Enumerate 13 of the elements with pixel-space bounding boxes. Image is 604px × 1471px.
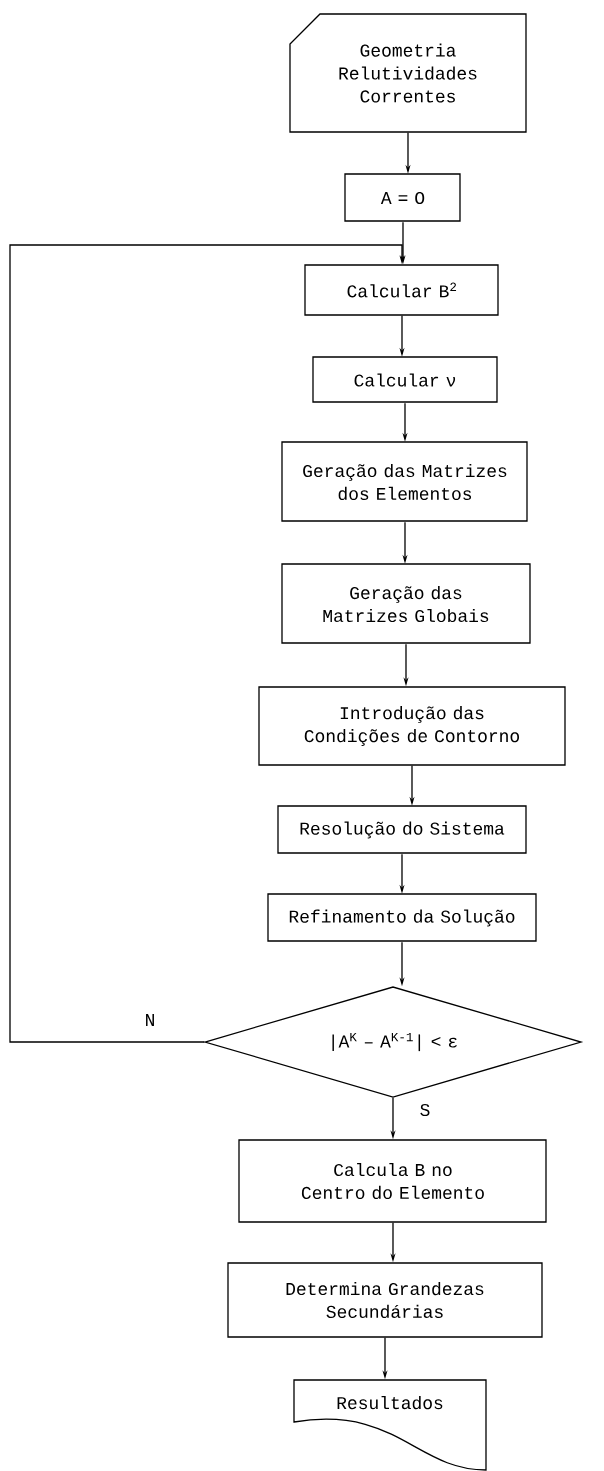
process-box: Resolução do Sistema: [277, 805, 527, 854]
arrow: [9, 244, 405, 1043]
process-box: A = O: [344, 173, 461, 222]
process-box: Determina Grandezas Secundárias: [227, 1262, 543, 1338]
process-box: Geração das Matrizes dos Elementos: [281, 441, 528, 522]
edge-label: S: [418, 1102, 432, 1118]
process-box: Introdução das Condições de Contorno: [258, 686, 566, 766]
edge-label: N: [143, 1013, 157, 1027]
process-box: Calcular B$^{2}$: [304, 264, 499, 316]
process-box: Calcula B no Centro do Elemento: [238, 1139, 547, 1223]
process-box: Calcular ν: [312, 356, 498, 403]
process-box: Geração das Matrizes Globais: [281, 563, 531, 644]
process-box: Refinamento da Solução: [267, 893, 537, 942]
